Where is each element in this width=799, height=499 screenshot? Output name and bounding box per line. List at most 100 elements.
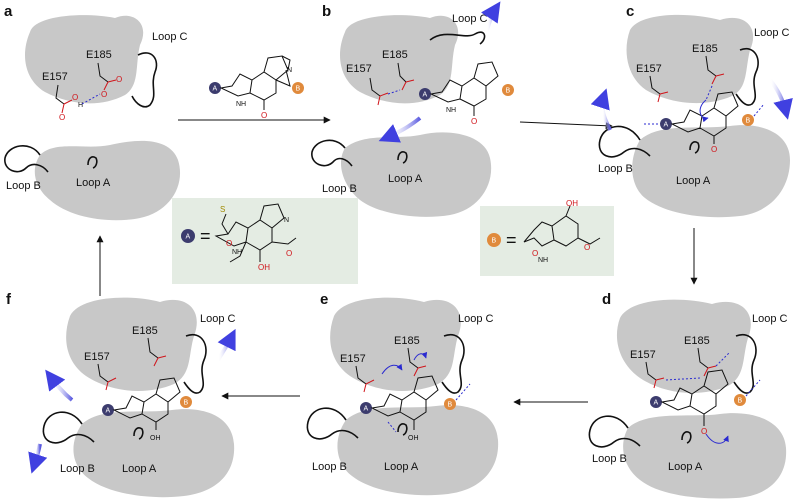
label-e185: E185 — [382, 49, 408, 61]
label-e185: E185 — [132, 325, 158, 337]
badge-b-label: B — [746, 118, 751, 125]
legend-a-box — [172, 198, 358, 284]
e157-carboxyl — [657, 91, 669, 103]
atom-o: O — [59, 113, 65, 122]
label-e185: E185 — [684, 335, 710, 347]
panel-e: e Loop C Loop B Loop A E157 E185 A B OH — [306, 291, 499, 496]
label-loop-a: Loop A — [668, 461, 703, 473]
e185-carboxyl — [153, 355, 167, 367]
e157-carboxyl — [377, 92, 389, 106]
badge-b — [180, 396, 192, 408]
upper-protein-domain — [616, 299, 751, 393]
ligand-product: A B OH — [102, 377, 192, 442]
hydrogen-bond — [81, 93, 101, 105]
hydrogen-bond — [455, 383, 471, 401]
ligand-bound: A B OH — [360, 375, 471, 442]
loop-b-motion-arrow — [45, 369, 74, 402]
legend-a: A = S O NH N OH O — [172, 198, 358, 284]
loop-c-motion-arrow — [216, 328, 236, 362]
loop-a — [689, 141, 700, 154]
upper-protein-domain — [340, 15, 459, 104]
e185-carboxyl — [413, 365, 427, 377]
loop-b — [42, 411, 95, 444]
legend-b: B = O NH OH O — [480, 199, 614, 276]
e157-side-chain — [645, 361, 657, 381]
atom-h: H — [78, 102, 83, 109]
loop-b-motion-arrow — [28, 443, 48, 474]
badge-a — [102, 404, 114, 416]
ligand-framework — [112, 377, 181, 430]
badge-b — [292, 82, 304, 94]
electron-push-arrow — [705, 433, 729, 444]
loop-c — [429, 31, 486, 45]
e185-side-chain — [407, 347, 419, 369]
badge-a — [419, 88, 431, 100]
badge-b-label: B — [448, 402, 453, 409]
atom-o: O — [261, 111, 267, 120]
panel-d: d Loop C Loop B Loop A E157 E185 A B O — [588, 291, 788, 499]
badge-b-label: B — [296, 86, 301, 93]
atom-nh: NH — [446, 107, 456, 114]
atom-o: O — [286, 249, 292, 258]
loop-c — [131, 52, 158, 108]
hydrogen-bond — [753, 103, 765, 117]
lower-protein-domain — [623, 413, 787, 499]
lower-protein-domain — [632, 125, 790, 218]
label-loop-c: Loop C — [752, 313, 788, 325]
loop-a — [397, 423, 408, 436]
e157-carboxyl — [653, 377, 665, 389]
loop-b — [598, 125, 651, 158]
badge-b-label: B — [506, 88, 511, 95]
label-loop-b: Loop B — [322, 183, 357, 195]
atom-oh: OH — [150, 435, 161, 442]
e185-carboxyl — [103, 79, 117, 91]
loop-b-motion-arrow — [590, 88, 612, 131]
atom-oh: OH — [566, 199, 578, 208]
electron-push-arrow — [381, 363, 403, 375]
loop-b — [306, 407, 359, 440]
upper-protein-domain — [330, 297, 461, 391]
loop-a — [133, 427, 144, 440]
label-loop-a: Loop A — [122, 463, 157, 475]
badge-b — [502, 84, 514, 96]
label-e157: E157 — [340, 353, 366, 365]
badge-a-label: A — [664, 122, 669, 129]
group-a-structure — [214, 203, 297, 263]
loop-c — [441, 333, 465, 394]
badge-b-label: B — [492, 238, 497, 245]
panel-a: a Loop C Loop B Loop A E157 E185 O O H O… — [4, 3, 304, 221]
label-loop-b: Loop B — [598, 163, 633, 175]
hydrogen-bond — [715, 351, 731, 367]
panel-c: c Loop C Loop B Loop A E157 E185 A B O — [590, 3, 793, 218]
e185-carboxyl — [703, 365, 717, 377]
badge-b — [742, 114, 754, 126]
label-loop-a: Loop A — [384, 461, 419, 473]
electron-push-arrow — [699, 99, 709, 123]
e185-side-chain — [97, 62, 109, 83]
loop-c-motion-arrow — [768, 78, 793, 120]
label-loop-b: Loop B — [312, 461, 347, 473]
badge-b-label: B — [738, 398, 743, 405]
e185-side-chain — [705, 55, 717, 77]
label-e157: E157 — [84, 351, 110, 363]
upper-protein-domain — [66, 297, 197, 391]
badge-a — [660, 118, 672, 130]
atom-oh: OH — [408, 435, 419, 442]
atom-o: O — [701, 427, 707, 436]
e157-side-chain — [649, 75, 661, 95]
group-b-structure — [523, 205, 601, 247]
badge-a-label: A — [654, 400, 659, 407]
legend-b-box — [480, 206, 614, 276]
label-e185: E185 — [692, 43, 718, 55]
hydrogen-bond — [665, 377, 701, 381]
label-e157: E157 — [42, 71, 68, 83]
atom-o: O — [72, 93, 78, 102]
hydrogen-bond — [745, 379, 761, 397]
panel-letter-a: a — [4, 3, 13, 20]
ligand-framework — [429, 61, 499, 116]
panel-letter-b: b — [322, 3, 331, 20]
e157-side-chain — [55, 84, 65, 105]
atom-o: O — [101, 90, 107, 99]
